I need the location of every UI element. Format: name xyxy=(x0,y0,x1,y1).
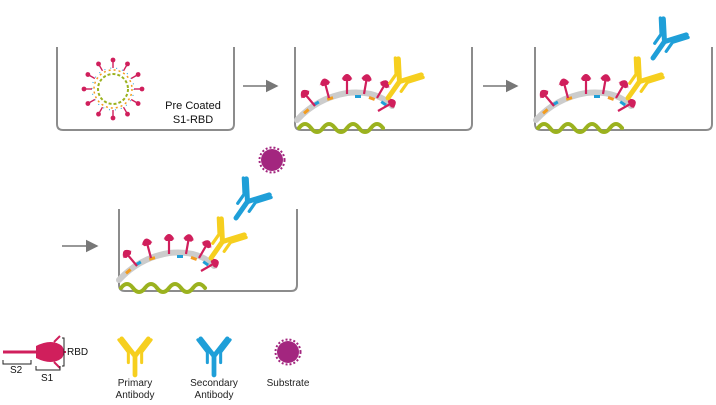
legend-primary-line1: Primary xyxy=(118,378,152,389)
well-2 xyxy=(294,47,473,132)
legend-substrate: Substrate xyxy=(267,378,310,389)
legend-rbd: RBD xyxy=(67,347,88,358)
legend-secondary-line2: Antibody xyxy=(195,390,234,401)
substrate-dot-icon xyxy=(258,146,286,174)
coated-antigen xyxy=(119,232,214,292)
secondary-antibody-bound xyxy=(222,177,272,228)
coated-antigen xyxy=(536,72,631,132)
legend-s1: S1 xyxy=(41,373,54,384)
pre-coated-label-line2: S1-RBD xyxy=(173,114,213,126)
coated-antigen xyxy=(297,72,392,132)
legend-secondary-line1: Secondary xyxy=(190,378,238,389)
virus-icon xyxy=(80,56,146,122)
secondary-antibody-bound xyxy=(639,17,689,68)
well-3 xyxy=(535,17,713,132)
legend: RBD S2 S1 Primary Antibody Secondary Ant… xyxy=(2,335,310,401)
y-antibody-icon xyxy=(119,339,151,375)
substrate-dot-icon xyxy=(274,338,302,366)
legend-primary-line2: Antibody xyxy=(116,390,155,401)
y-antibody-icon xyxy=(198,339,230,375)
pre-coated-label-line1: Pre Coated xyxy=(165,100,221,112)
legend-spike xyxy=(2,335,66,371)
legend-s2: S2 xyxy=(10,365,23,376)
well-1: Pre Coated S1-RBD xyxy=(56,47,235,131)
well-4 xyxy=(119,146,298,293)
